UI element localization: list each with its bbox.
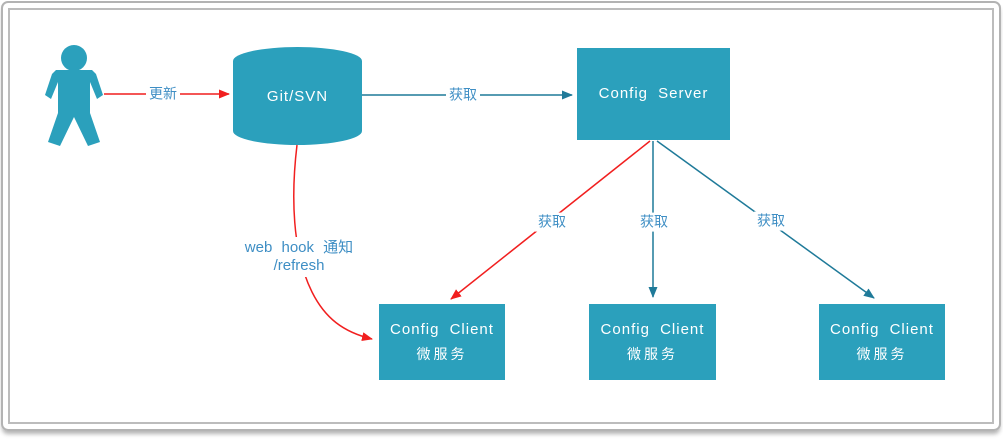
config-client-node-1: Config Client 微服务 [379,304,505,380]
config-client-1-subtitle: 微服务 [416,346,468,363]
config-server-node: Config Server [577,48,730,140]
config-client-2-title: Config Client [600,320,705,338]
config-client-1-title: Config Client [390,320,494,338]
edge-webhook-arrow [293,144,373,342]
gitsvn-cylinder [233,47,362,145]
config-client-2-subtitle: 微服务 [627,346,678,363]
config-client-3-title: Config Client [830,320,934,338]
outer-frame [1,1,1001,431]
edge-label-fetch-repo: 获取 [446,85,480,105]
edge-label-fetch-client3: 获取 [754,211,788,231]
inner-frame [8,8,994,424]
config-server-label: Config Server [598,84,709,102]
edge-label-fetch-client1: 获取 [535,212,569,232]
edge-label-update: 更新 [146,84,180,104]
edge-label-webhook-line2: /refresh [273,257,325,274]
config-client-node-2: Config Client 微服务 [589,304,716,380]
edge-label-webhook-line1: web hook 通知 [244,239,354,256]
config-client-3-subtitle: 微服务 [856,346,908,363]
config-client-node-3: Config Client 微服务 [819,304,945,380]
gitsvn-node-label: Git/SVN [266,87,329,105]
edge-label-webhook: web hook 通知 /refresh [239,237,359,277]
person-icon [45,45,103,146]
edge-label-fetch-client2: 获取 [637,212,671,232]
